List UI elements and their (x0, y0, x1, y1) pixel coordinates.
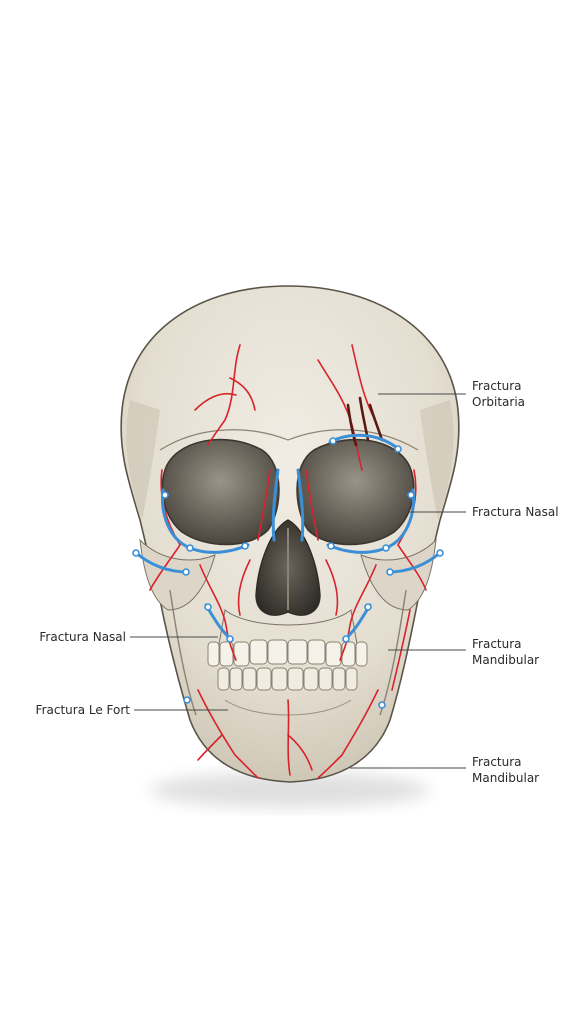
lower-tooth (229, 667, 243, 691)
upper-tooth (207, 641, 220, 667)
lower-tooth (217, 667, 230, 691)
label-fractura-orbitaria: Fractura Orbitaria (472, 379, 526, 409)
plate-screws (132, 437, 444, 709)
fracture-line-orbit-right (397, 469, 427, 591)
label-fractura-le-fort: Fractura Le Fort (35, 703, 130, 717)
upper-tooth (355, 641, 368, 667)
fracture-line-mandible-center-branch (287, 734, 313, 771)
upper-tooth (287, 639, 308, 665)
lower-tooth (271, 667, 288, 691)
fracture-line-mandible-right (317, 689, 379, 779)
upper-tooth (307, 639, 326, 665)
label-fractura-nasal-right: Fractura Nasal (472, 505, 559, 519)
fracture-line-mid-face-right (325, 559, 339, 616)
fracture-line-frontal-left (207, 344, 241, 446)
fracture-line-mandible-center (287, 699, 291, 776)
lower-tooth (303, 667, 319, 691)
upper-tooth (249, 639, 268, 665)
fracture-line-nasal-b (305, 469, 319, 541)
plate-nasal-right (296, 468, 305, 542)
plate-nasal-left (271, 468, 280, 542)
label-fractura-nasal-left: Fractura Nasal (39, 630, 126, 644)
lower-tooth (318, 667, 333, 691)
right-temporal-shade (420, 400, 454, 520)
lower-tooth (242, 667, 257, 691)
lower-teeth (217, 667, 358, 691)
fracture-line-frontal-left-branch (194, 392, 237, 411)
label-fractura-mandibular-upper: Fractura Mandibular (472, 637, 540, 667)
lower-tooth (332, 667, 346, 691)
left-mandible-ramus (169, 589, 197, 716)
fracture-line-nasal-a (257, 469, 271, 541)
left-temporal-shade (126, 400, 160, 520)
lower-tooth (287, 667, 304, 691)
upper-tooth (267, 639, 288, 665)
fracture-line-maxilla-right (339, 564, 377, 661)
upper-teeth (207, 639, 368, 667)
brow-ridge (159, 429, 419, 451)
fracture-line-mandible-right-upper (391, 609, 411, 691)
lower-tooth (345, 667, 358, 691)
fracture-line-frontal-left-branch2 (229, 377, 256, 411)
left-zygoma (139, 538, 216, 611)
fracture-line-mandible-left-branch (197, 734, 223, 761)
upper-tooth (341, 641, 356, 667)
left-orbit (161, 438, 280, 546)
lower-tooth (256, 667, 272, 691)
label-fractura-mandibular-lower: Fractura Mandibular (472, 755, 540, 785)
upper-tooth (325, 641, 342, 667)
right-orbit (296, 438, 415, 546)
fracture-line-maxilla-left (199, 564, 237, 661)
fracture-line-mid-face (237, 559, 251, 616)
leader-lines (130, 393, 466, 769)
skull-shadow (150, 772, 430, 808)
upper-tooth (233, 641, 250, 667)
